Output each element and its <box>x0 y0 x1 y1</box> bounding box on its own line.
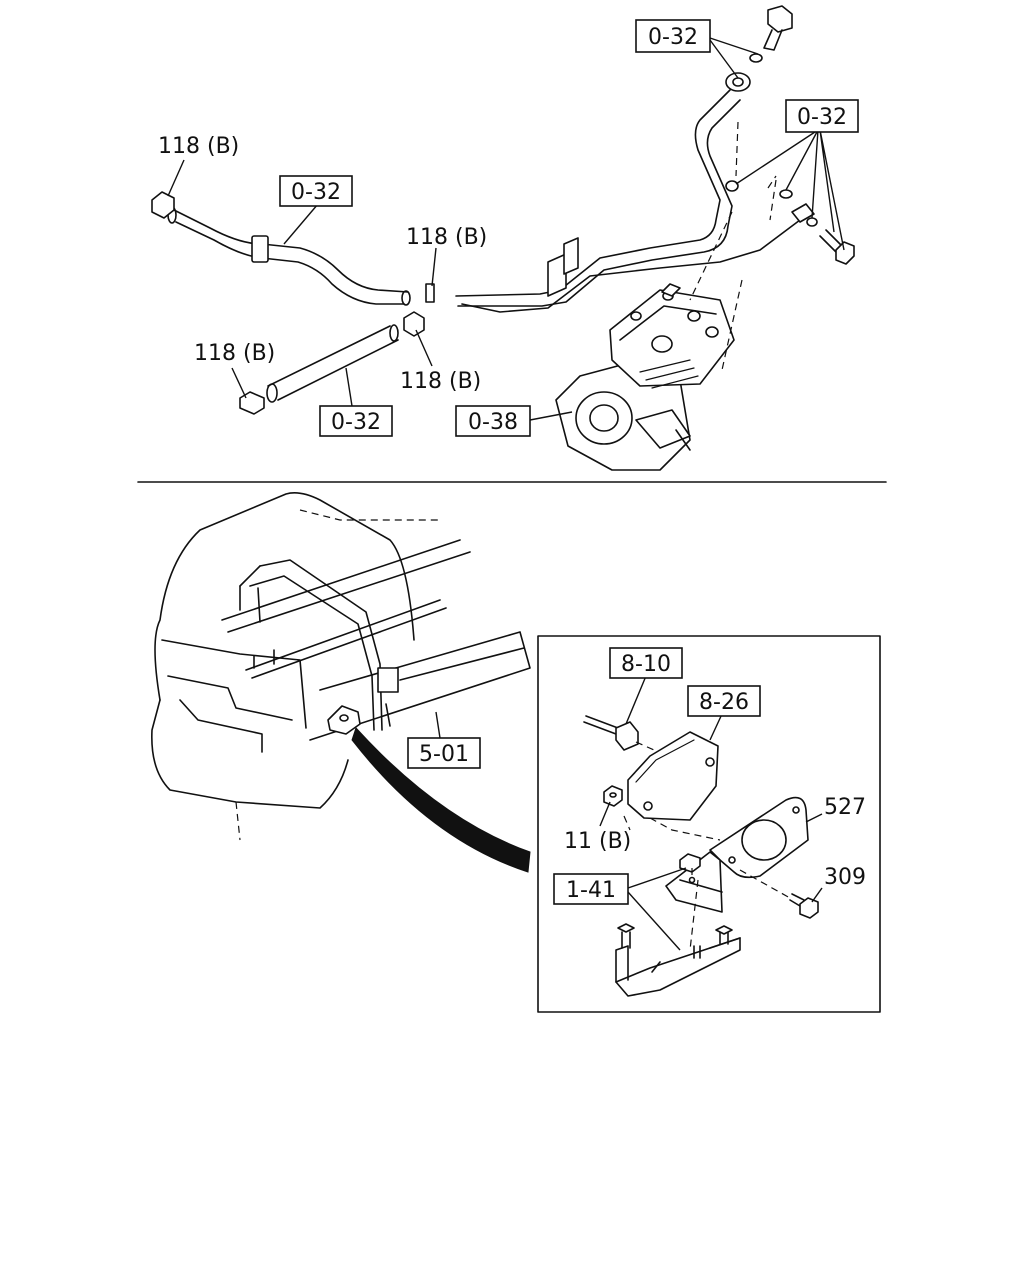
detail-inset-frame <box>537 635 881 1013</box>
callout-label: 8-26 <box>699 690 749 715</box>
clip-top-left-shape <box>151 191 175 219</box>
callout-label: 0-32 <box>331 410 381 435</box>
callout-label: 0-32 <box>291 180 341 205</box>
callout-8-26-module[interactable]: 8-26 <box>687 685 761 717</box>
callout-0-32-lower-hose[interactable]: 0-32 <box>319 405 393 437</box>
clip-lower-mid-shape <box>403 311 425 337</box>
chassis-frame-view <box>151 492 531 873</box>
compressor-unit <box>555 179 777 471</box>
callout-label: 1-41 <box>566 878 616 903</box>
hose-clamp-shape <box>251 235 269 263</box>
label-11b-nut[interactable]: 11 (B) <box>564 829 631 854</box>
clip-lower-left-shape <box>239 391 265 415</box>
label-309-bolt[interactable]: 309 <box>824 865 866 890</box>
callout-label: 5-01 <box>419 742 469 767</box>
detail-inset-parts <box>583 715 819 997</box>
leader-lines <box>167 37 845 951</box>
callout-0-32-top-a[interactable]: 0-32 <box>635 19 711 53</box>
banjo-bolt-right <box>779 189 855 265</box>
callout-label: 0-32 <box>797 105 847 130</box>
label-118b-top-left[interactable]: 118 (B) <box>158 134 239 159</box>
upper-hose-assembly <box>151 191 411 306</box>
callout-0-32-top-b[interactable]: 0-32 <box>785 99 859 133</box>
rigid-pipe-assembly <box>425 5 855 313</box>
callout-label: 0-38 <box>468 410 518 435</box>
callout-label: 8-10 <box>621 652 671 677</box>
banjo-bolt-top <box>749 5 793 63</box>
label-527-bracket[interactable]: 527 <box>824 795 866 820</box>
callout-0-38-compressor[interactable]: 0-38 <box>455 405 531 437</box>
callout-1-41-bracket-set[interactable]: 1-41 <box>553 873 629 905</box>
callout-8-10-harness[interactable]: 8-10 <box>609 647 683 679</box>
clip-mid-shape <box>425 283 435 303</box>
callout-0-32-upper-hose[interactable]: 0-32 <box>279 175 353 207</box>
callout-5-01-frame[interactable]: 5-01 <box>407 737 481 769</box>
label-118b-lower-left[interactable]: 118 (B) <box>194 341 275 366</box>
label-118b-mid[interactable]: 118 (B) <box>406 225 487 250</box>
callout-label: 0-32 <box>648 25 698 50</box>
label-118b-lower-mid[interactable]: 118 (B) <box>400 369 481 394</box>
